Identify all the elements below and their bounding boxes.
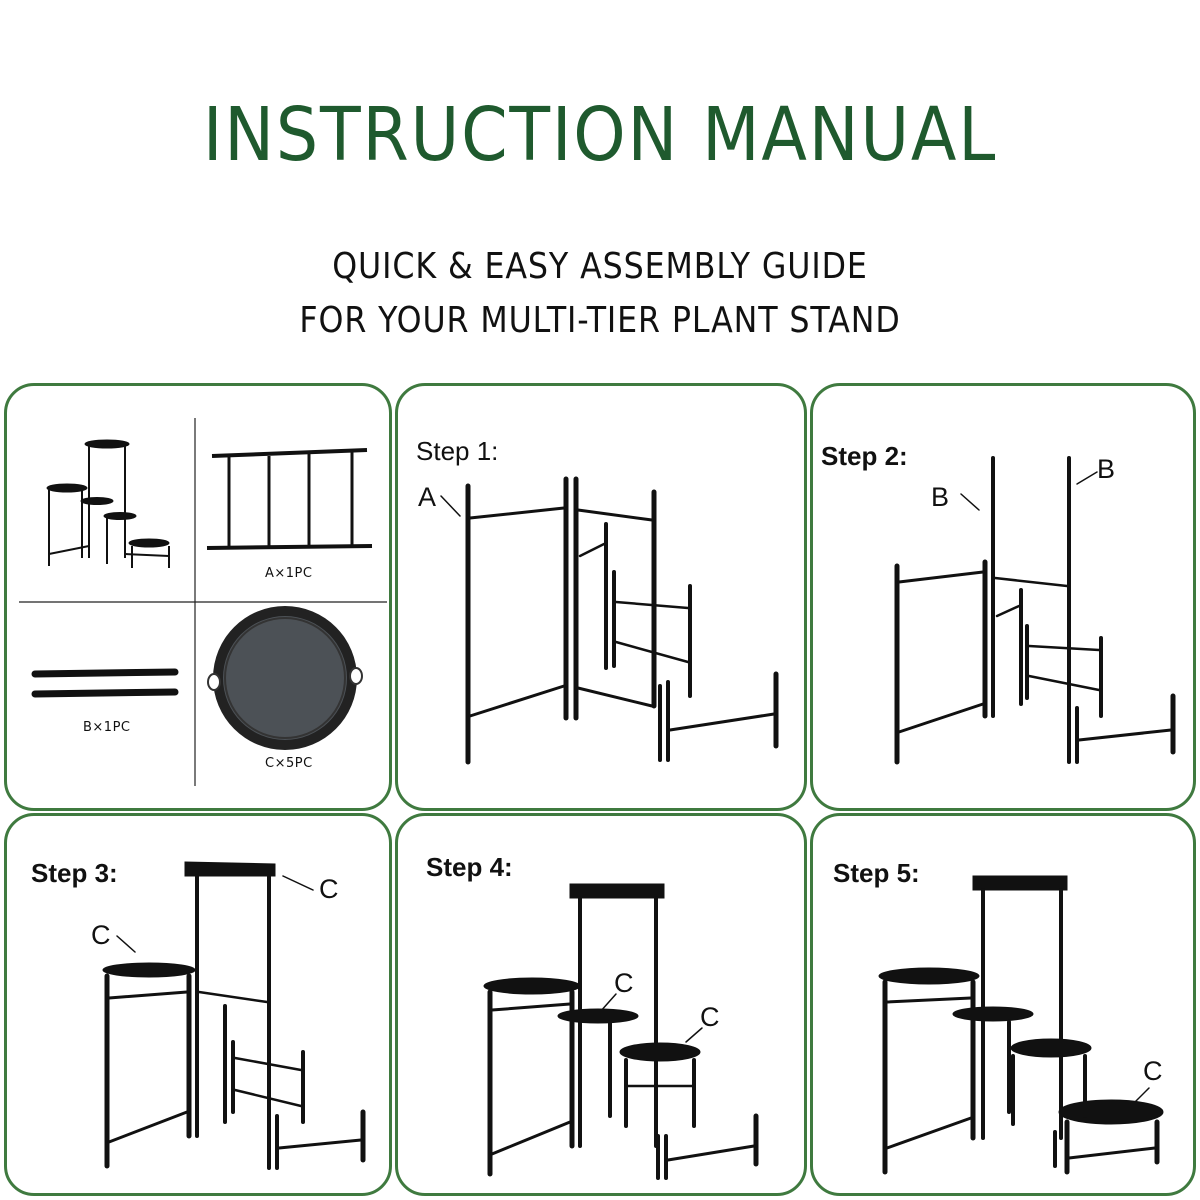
step-4-panel: Step 4: C C [395,813,807,1196]
part-c-tray [207,606,363,750]
subtitle-line-2: FOR YOUR MULTI-TIER PLANT STAND [299,300,901,341]
assembled-stand-thumbnail [46,439,170,568]
step-3-panel: Step 3: C C [4,813,392,1196]
step-5-illustration [878,875,1164,1175]
page-title: INSTRUCTION MANUAL [202,92,998,178]
step-1-callout-a: A [418,482,437,512]
step-5-panel: Step 5: C [810,813,1196,1196]
step-3-callout-c-top: C [319,874,339,904]
step-2-illustration [894,456,1176,765]
step-4-callout-c-right: C [700,1002,720,1032]
subtitle-line-1: QUICK & EASY ASSEMBLY GUIDE [332,246,868,287]
step-2-panel: Step 2: B B [810,383,1196,811]
parts-illustration [19,418,387,786]
part-a-frame [206,448,373,550]
step-4-illustration [483,883,759,1180]
step-3-label: Step 3: [31,858,118,888]
step-1-label: Step 1: [416,436,499,466]
part-a-quantity: A×1PC [265,566,313,581]
step-3-illustration [102,861,366,1170]
step-2-label: Step 2: [821,441,908,471]
step-2-callout-b-left: B [931,482,950,512]
step-3-callout-c-left: C [91,920,111,950]
step-4-callout-c-middle: C [614,968,634,998]
parts-panel: A×1PC B×1PC C×5PC [4,383,392,811]
step-1-illustration [440,476,779,765]
part-b-quantity: B×1PC [83,720,131,735]
step-4-label: Step 4: [426,852,513,882]
part-b-rods [31,668,179,698]
step-2-callout-b-right: B [1097,454,1116,484]
part-c-quantity: C×5PC [265,756,313,771]
step-5-callout-c: C [1143,1056,1163,1086]
step-5-label: Step 5: [833,858,920,888]
step-1-panel: Step 1: A [395,383,807,811]
